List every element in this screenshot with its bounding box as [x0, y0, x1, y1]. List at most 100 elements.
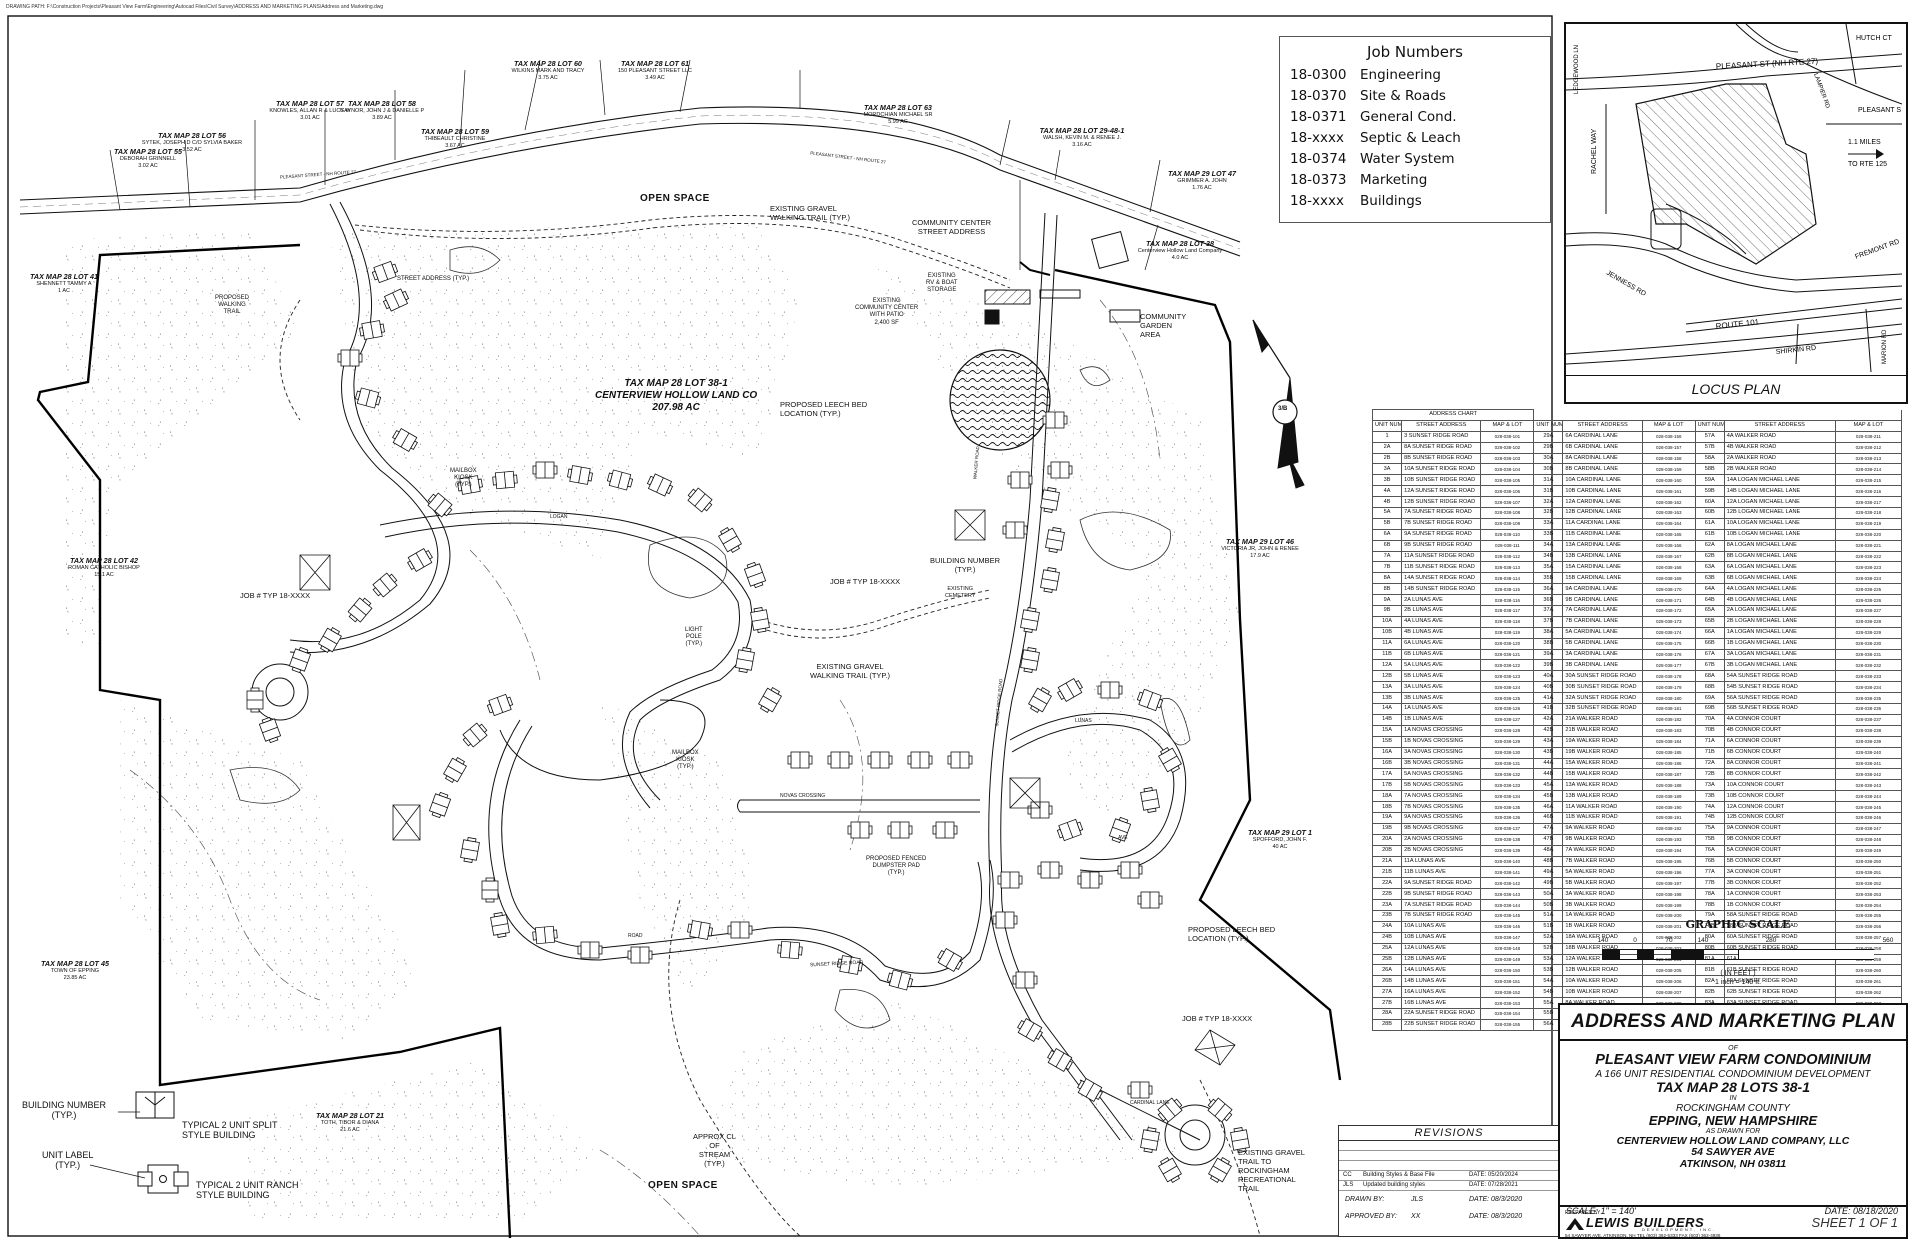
scale-tick-label: 560 [1882, 937, 1894, 944]
map-lot: 028-038-175 [1641, 637, 1696, 650]
unit-number: 37B [1533, 615, 1564, 628]
unit-number: 48B [1533, 855, 1564, 868]
building-unit [997, 871, 1023, 889]
unit-number: 42B [1533, 724, 1564, 737]
locus-label-pleasant: PLEASANT ST (NH RTE 27) [1716, 57, 1819, 71]
prepared-by-label: PREPARED BY [1565, 1210, 1601, 1216]
map-lot: 028-038-118 [1480, 615, 1535, 628]
unit-number: 46B [1533, 811, 1564, 824]
unit-number: 22A [1371, 877, 1403, 890]
building-unit [1020, 647, 1040, 673]
street-address: 9B SUNSET RIDGE ROAD [1401, 888, 1482, 901]
building-unit [318, 627, 342, 653]
street-address: 7A CARDINAL LANE [1562, 605, 1643, 617]
street-address: 3B CARDINAL LANE [1562, 659, 1643, 672]
map-lot: 028-038-145 [1480, 909, 1535, 922]
building-unit [492, 470, 518, 490]
building-unit [1042, 411, 1068, 429]
map-lot: 028-038-194 [1641, 844, 1696, 857]
note-street-address: STREET ADDRESS (TYP.) [397, 276, 470, 282]
unit-number: 58B [1694, 463, 1725, 476]
street-address: 8A CONNOR COURT [1723, 757, 1836, 770]
street-address: 12B WALKER ROAD [1562, 964, 1643, 977]
street-address: 3A CONNOR COURT [1723, 866, 1836, 879]
map-lot: 028-038-199 [1641, 899, 1696, 911]
map-lot: 028-038-170 [1641, 583, 1696, 596]
map-lot: 028-038-235 [1834, 692, 1903, 705]
unit-number: 43A [1533, 735, 1564, 748]
unit-number: 38A [1533, 626, 1564, 639]
lot-owner: ROMAN CATHOLIC BISHOP [68, 565, 140, 572]
map-lot: 028-038-162 [1641, 496, 1696, 509]
address-chart-header: STREET ADDRESS [1562, 419, 1643, 432]
street-address: 7A SUNSET RIDGE ROAD [1401, 899, 1482, 911]
map-lot: 028-038-256 [1834, 920, 1903, 933]
street-address: 14A LOGAN MICHAEL LANE [1723, 474, 1836, 487]
building-unit [750, 607, 770, 633]
unit-number: 65B [1694, 615, 1725, 628]
sheet-number: SHEET 1 OF 1 [1811, 1215, 1898, 1230]
main-lot-label: TAX MAP 28 LOT 38-1 CENTERVIEW HOLLOW LA… [595, 378, 757, 414]
map-lot: 028-038-113 [1480, 561, 1535, 574]
map-lot: 028-038-225 [1834, 583, 1903, 596]
street-address: 12B SUNSET RIDGE ROAD [1401, 496, 1482, 509]
locus-map: PLEASANT ST (NH RTE 27) HUTCH CT PLEASAN… [1565, 23, 1903, 373]
note-light-pole: LIGHT POLE (TYP.) [685, 627, 703, 648]
note-building-number: BUILDING NUMBER (TYP.) [930, 556, 1001, 574]
street-address: 9A SUNSET RIDGE ROAD [1401, 877, 1482, 890]
unit-number: 1 [1371, 430, 1403, 443]
street-address: 13A CARDINAL LANE [1562, 539, 1643, 552]
revision-desc: Building Styles & Base File [1363, 1172, 1435, 1178]
map-lot: 028-038-149 [1480, 953, 1535, 966]
unit-number: 18A [1371, 790, 1403, 803]
unit-number: 59B [1694, 485, 1725, 498]
street-address: 8A CARDINAL LANE [1562, 452, 1643, 465]
map-lot: 028-038-171 [1641, 594, 1696, 607]
street-address: 6B LOGAN MICHAEL LANE [1723, 572, 1836, 585]
note-job-typ-left: JOB # TYP 18-XXXX [240, 591, 311, 600]
street-address: 3B LUNAS AVE [1401, 692, 1482, 705]
note-rv-storage: EXISTING RV & BOAT STORAGE [926, 273, 958, 294]
map-lot: 028-038-242 [1834, 768, 1903, 781]
street-address: 5B WALKER ROAD [1562, 877, 1643, 890]
unit-number: 41A [1533, 692, 1564, 705]
map-lot: 028-038-193 [1641, 833, 1696, 846]
unit-number: 78B [1694, 899, 1725, 911]
street-address: 11A LUNAS AVE [1401, 855, 1482, 868]
building-unit [1012, 971, 1038, 989]
map-lot: 028-038-238 [1834, 724, 1903, 737]
building-unit [392, 428, 418, 452]
unit-number: 6A [1371, 528, 1403, 541]
map-lot: 028-038-184 [1641, 735, 1696, 748]
map-lot: 028-038-244 [1834, 790, 1903, 803]
street-address: 1B WALKER ROAD [1562, 920, 1643, 933]
map-lot: 028-038-228 [1834, 615, 1903, 628]
unit-number: 50A [1533, 888, 1564, 901]
unit-number: 72A [1694, 757, 1725, 770]
street-address: 10B CONNOR COURT [1723, 790, 1836, 803]
street-address: 5B LUNAS AVE [1401, 670, 1482, 683]
unit-number: 49A [1533, 866, 1564, 879]
unit-number: 12A [1371, 659, 1403, 672]
lot-title: TAX MAP 28 LOT 55 [114, 147, 182, 156]
map-lot: 028-038-146 [1480, 920, 1535, 933]
building-unit [486, 693, 514, 717]
drawn-by-row: DRAWN BY: JLS DATE: 08/3/2020 [1339, 1191, 1559, 1208]
building-unit [567, 465, 593, 485]
building-unit [1045, 527, 1065, 553]
street-address: 7A NOVAS CROSSING [1401, 790, 1482, 803]
unit-number: 11A [1371, 637, 1403, 650]
building-unit [827, 751, 853, 769]
lot-title: TAX MAP 28 LOT 60 [514, 59, 582, 68]
street-address: 10A LUNAS AVE [1401, 920, 1482, 933]
street-address: 2B LOGAN MICHAEL LANE [1723, 615, 1836, 628]
locus-label-pleasant2: PLEASANT S [1858, 107, 1901, 114]
